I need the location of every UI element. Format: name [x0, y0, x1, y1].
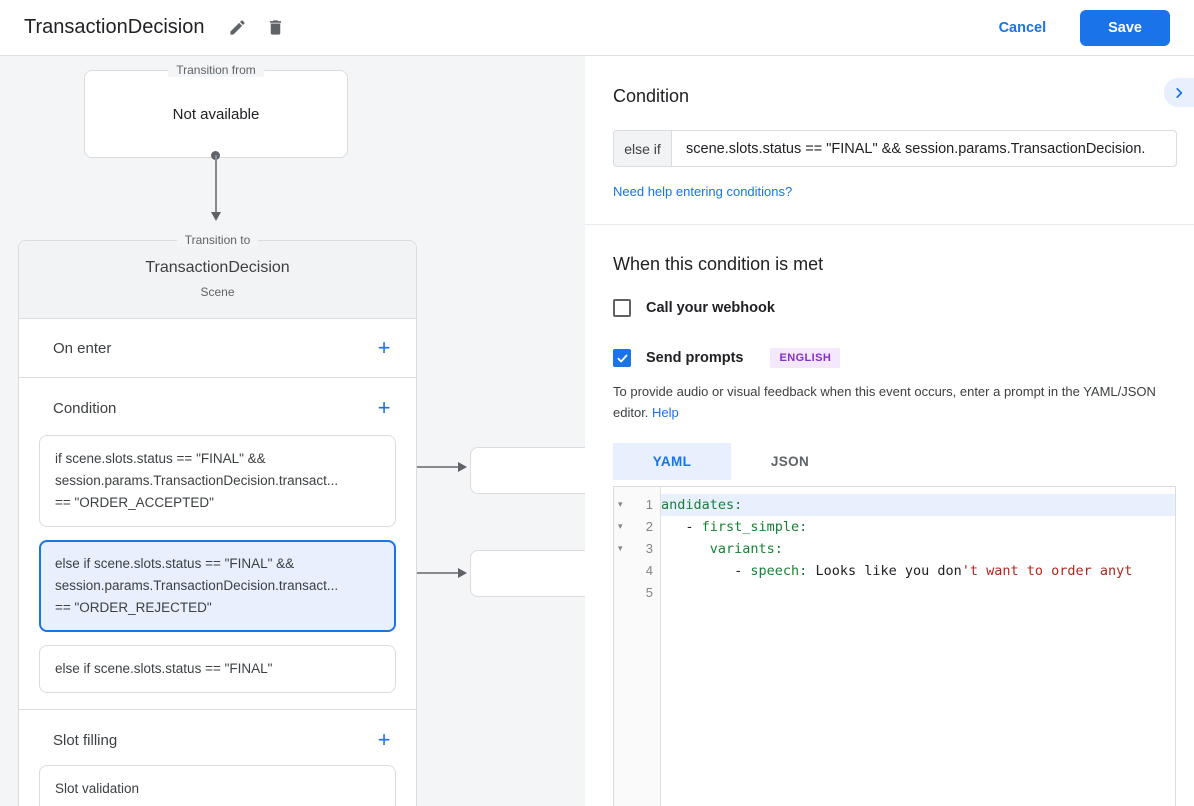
- page-title: TransactionDecision: [24, 16, 205, 38]
- code-editor[interactable]: ▾ 1 ▾ 2 ▾ 3 4 5 andidates: - first_simple: vari…: [613, 485, 1176, 806]
- scene-name: TransactionDecision: [145, 259, 290, 276]
- code-line[interactable]: andidates:: [661, 493, 1175, 516]
- editor-gutter: ▾ 1 ▾ 2 ▾ 3 4 5: [614, 486, 661, 806]
- webhook-label: Call your webhook: [646, 300, 775, 316]
- transition-target-box[interactable]: [470, 550, 585, 597]
- check-icon: [617, 354, 627, 362]
- line-number: 2: [645, 519, 653, 535]
- add-on-enter-button[interactable]: +: [372, 336, 396, 360]
- transition-from-box: Transition from Not available: [84, 63, 348, 158]
- condition-edit-panel: Condition else if Need help entering con…: [585, 56, 1194, 806]
- on-enter-label: On enter: [53, 339, 112, 357]
- webhook-checkbox[interactable]: [613, 299, 631, 317]
- chevron-right-icon: [1176, 87, 1183, 98]
- send-prompts-checkbox[interactable]: [613, 349, 631, 367]
- condition-card[interactable]: else if scene.slots.status == "FINAL": [39, 645, 396, 693]
- condition-section: Condition + if scene.slots.status == "FI…: [19, 378, 416, 710]
- fold-arrow-icon[interactable]: ▾: [618, 543, 623, 554]
- code-line[interactable]: - speech: Looks like you don't want to o…: [661, 562, 1133, 579]
- add-condition-button[interactable]: +: [372, 396, 396, 420]
- editor-format-tabs: YAML JSON: [613, 442, 1194, 480]
- pencil-icon: [230, 20, 245, 35]
- arrow-right-icon: [458, 568, 467, 578]
- edit-title-button[interactable]: [222, 13, 252, 43]
- line-number: 4: [645, 563, 653, 579]
- transition-to-group: Transition to TransactionDecision Scene …: [18, 233, 417, 806]
- prompt-hint-text: To provide audio or visual feedback when…: [613, 384, 1156, 420]
- webhook-row: Call your webhook: [613, 299, 1194, 317]
- slot-card-list: Slot validation: [39, 765, 396, 806]
- save-button[interactable]: Save: [1080, 9, 1170, 46]
- condition-card-selected[interactable]: else if scene.slots.status == "FINAL" &&…: [39, 540, 396, 632]
- language-badge: ENGLISH: [770, 348, 841, 368]
- condition-help-link[interactable]: Need help entering conditions?: [613, 184, 793, 199]
- transition-target-box[interactable]: [470, 447, 585, 494]
- slot-filling-section-label: Slot filling: [53, 731, 118, 749]
- collapse-panel-button[interactable]: [1164, 78, 1194, 107]
- line-number: 3: [645, 541, 653, 557]
- transition-from-legend: Transition from: [168, 63, 264, 77]
- condition-section-label: Condition: [53, 399, 117, 417]
- send-prompts-row: Send prompts ENGLISH: [613, 348, 1194, 368]
- line-number: 1: [645, 497, 653, 513]
- connector-line: [400, 466, 458, 468]
- code-line[interactable]: [661, 582, 1175, 604]
- send-prompts-label: Send prompts: [646, 350, 744, 366]
- cancel-button[interactable]: Cancel: [998, 19, 1047, 36]
- connector-line: [215, 155, 217, 213]
- arrow-down-icon: [211, 212, 221, 221]
- when-condition-met-title: When this condition is met: [613, 254, 824, 274]
- condition-expression-input[interactable]: [671, 130, 1177, 167]
- trash-icon: [269, 20, 281, 35]
- connector-line: [400, 572, 458, 574]
- scene-diagram-canvas: Transition from Not available Transition…: [0, 56, 585, 806]
- editor-code-area[interactable]: andidates: - first_simple: variants: - s…: [661, 487, 1175, 806]
- code-line[interactable]: - first_simple:: [661, 518, 808, 535]
- tab-json[interactable]: JSON: [770, 453, 810, 469]
- code-line[interactable]: variants:: [709, 540, 783, 557]
- slot-filling-section: Slot filling + Slot validation: [19, 710, 416, 806]
- condition-expression-row: else if: [613, 130, 1177, 167]
- arrow-right-icon: [458, 462, 467, 472]
- condition-card[interactable]: if scene.slots.status == "FINAL" && sess…: [39, 435, 396, 527]
- condition-prefix-label: else if: [613, 130, 671, 167]
- condition-card-list: if scene.slots.status == "FINAL" && sess…: [39, 435, 396, 693]
- line-number: 5: [645, 585, 653, 601]
- transition-from-content: Not available: [172, 105, 260, 123]
- delete-scene-button[interactable]: [260, 13, 290, 43]
- hint-help-link[interactable]: Help: [652, 404, 679, 420]
- panel-title: Condition: [613, 86, 690, 106]
- fold-arrow-icon[interactable]: ▾: [618, 521, 623, 532]
- panel-divider: [585, 224, 1194, 225]
- add-slot-button[interactable]: +: [372, 728, 396, 752]
- top-bar: TransactionDecision Cancel Save: [0, 0, 1194, 56]
- tab-yaml[interactable]: YAML: [613, 442, 731, 480]
- slot-validation-card[interactable]: Slot validation: [39, 765, 396, 806]
- on-enter-section: On enter +: [19, 319, 416, 378]
- scene-card-header: TransactionDecision Scene: [19, 241, 416, 319]
- transition-to-legend: Transition to: [176, 233, 259, 247]
- scene-type-label: Scene: [200, 285, 235, 299]
- fold-arrow-icon[interactable]: ▾: [618, 499, 623, 510]
